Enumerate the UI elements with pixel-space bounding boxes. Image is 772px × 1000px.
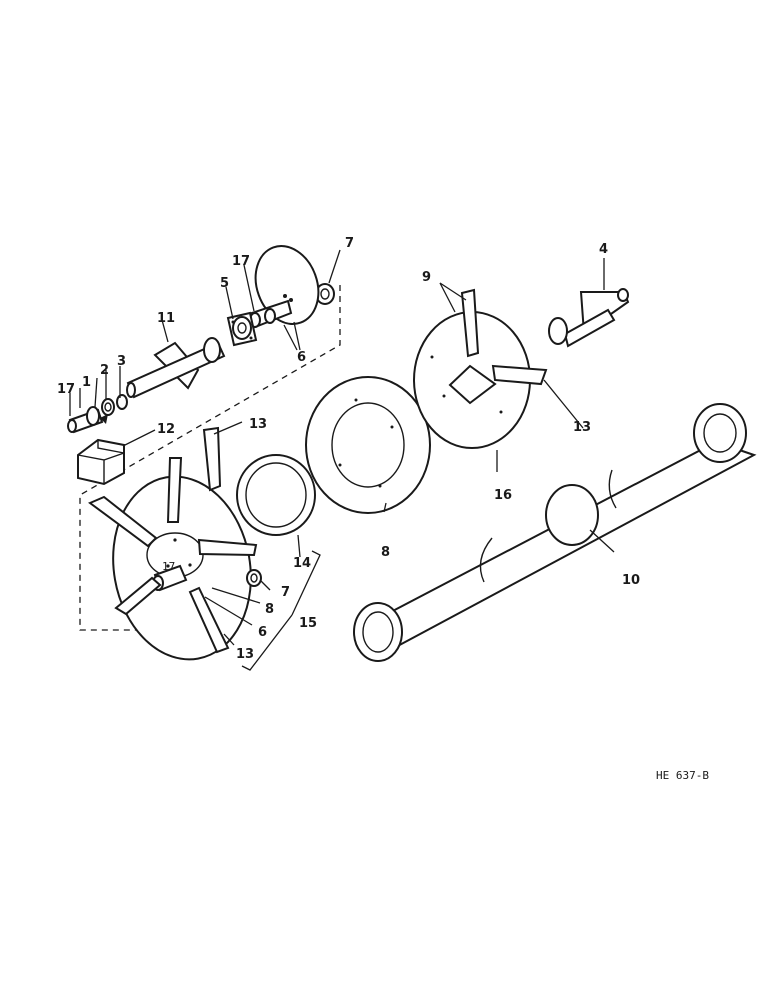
leader-lines	[69, 249, 615, 671]
assembly-boundary	[79, 285, 341, 631]
label-15: 15	[299, 616, 317, 631]
label-1: 1	[82, 375, 91, 390]
large-disc	[305, 376, 431, 514]
label-10: 10	[622, 573, 640, 588]
long-tube	[353, 403, 757, 662]
label-13-center: 13	[249, 417, 267, 432]
label-8-lower: 8	[265, 602, 274, 617]
label-13-right: 13	[573, 420, 591, 435]
label-8-large-disc: 8	[381, 545, 390, 560]
label-16: 16	[494, 488, 512, 503]
beater-disc-assembly: 17	[88, 457, 258, 661]
label-11: 11	[157, 311, 175, 326]
label-17-left: 17	[57, 382, 75, 397]
label-4: 4	[599, 242, 608, 257]
shaft-with-bearing	[249, 299, 293, 329]
label-7-top: 7	[345, 236, 354, 251]
bracket-shaft	[126, 337, 226, 399]
label-14: 14	[293, 556, 311, 571]
bladed-disc	[413, 288, 548, 449]
label-3: 3	[117, 354, 126, 369]
label-6-lower: 6	[258, 625, 267, 640]
label-5: 5	[220, 276, 229, 291]
drawing-code: HE 637-B	[656, 769, 709, 782]
label-7-lower: 7	[281, 585, 290, 600]
label-17-top: 17	[232, 254, 250, 269]
bracket-with-shaft	[548, 288, 630, 348]
nut-lower	[246, 569, 262, 587]
ring	[236, 454, 316, 536]
label-12: 12	[157, 422, 175, 437]
label-9: 9	[422, 270, 431, 285]
label-6-top: 6	[297, 350, 306, 365]
top-disc	[254, 245, 320, 325]
mounting-bracket	[77, 438, 125, 486]
small-shaft-parts	[67, 394, 128, 434]
single-blade	[202, 426, 222, 492]
label-13-lower: 13	[236, 647, 254, 662]
flange-bearing	[226, 311, 258, 347]
label-2: 2	[100, 363, 109, 378]
hub-label: 17	[162, 560, 175, 573]
